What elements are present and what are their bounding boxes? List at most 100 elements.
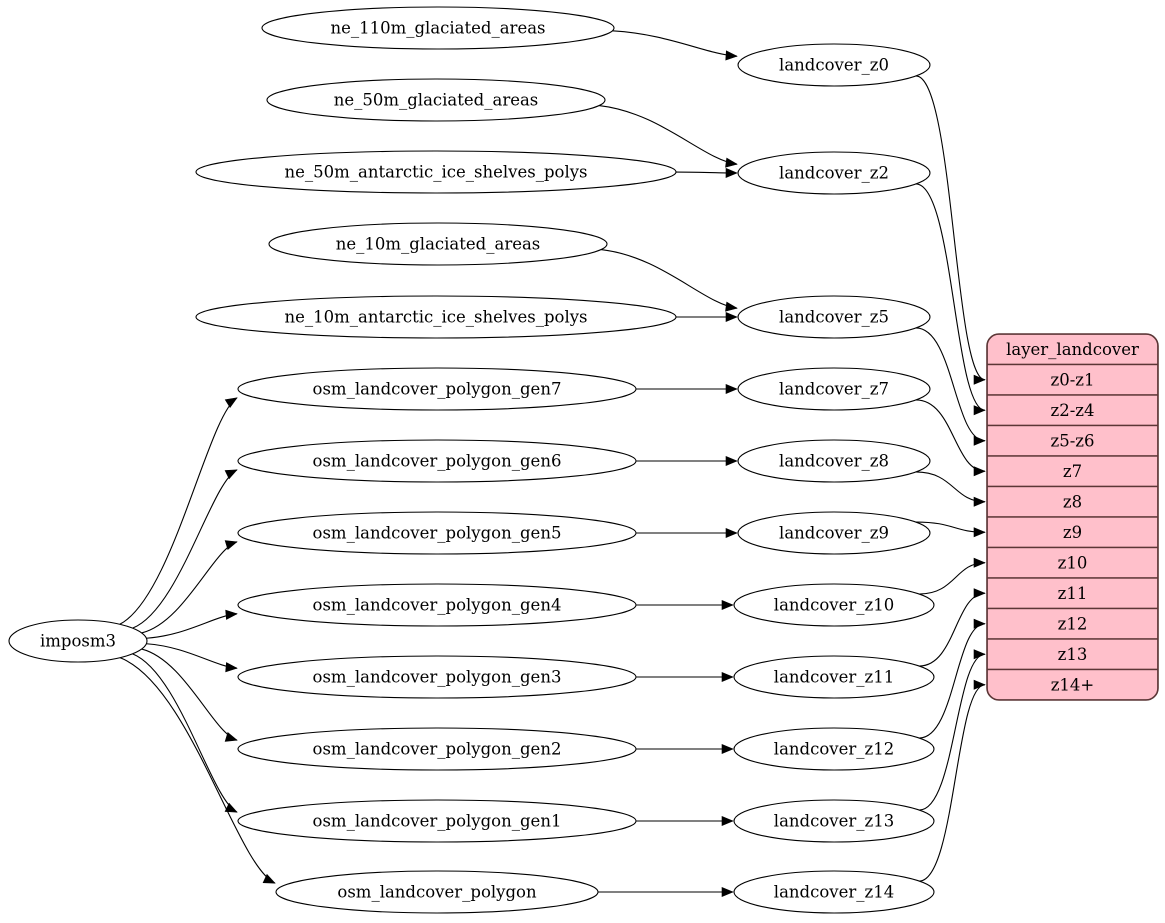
node-landcover_z2[interactable]: landcover_z2	[737, 151, 931, 195]
node-imposm3[interactable]: imposm3	[8, 619, 148, 663]
node-ellipse	[237, 583, 637, 627]
node-label: landcover_z9	[779, 524, 889, 543]
table-row-z8[interactable]: z8	[987, 485, 1158, 518]
edge-arrowhead	[725, 157, 738, 168]
node-ne_10m_antarctic_ice_shelves_polys[interactable]: ne_10m_antarctic_ice_shelves_polys	[195, 295, 677, 339]
table-cell-label: z12	[1058, 614, 1088, 633]
table-row-z0-z1[interactable]: z0-z1	[987, 363, 1158, 396]
edge-arrowhead	[721, 599, 734, 611]
node-landcover_z11[interactable]: landcover_z11	[733, 655, 935, 699]
node-ellipse	[8, 619, 148, 663]
edge-path	[919, 623, 986, 739]
edge-landcover_z2-to-layer_landcover-z2-z4	[915, 183, 986, 416]
node-label: landcover_z8	[779, 452, 889, 471]
edge-arrowhead	[725, 383, 738, 395]
table-row-z14+[interactable]: z14+	[987, 668, 1158, 701]
node-ellipse	[733, 727, 935, 771]
edge-imposm3-to-osm_landcover_polygon_gen7	[119, 397, 238, 625]
table-header-layer_landcover[interactable]: layer_landcover	[987, 334, 1158, 366]
node-ne_50m_antarctic_ice_shelves_polys[interactable]: ne_50m_antarctic_ice_shelves_polys	[195, 150, 677, 194]
node-ne_50m_glaciated_areas[interactable]: ne_50m_glaciated_areas	[266, 78, 606, 122]
node-osm_landcover_polygon_gen2[interactable]: osm_landcover_polygon_gen2	[237, 727, 637, 771]
node-osm_landcover_polygon_gen7[interactable]: osm_landcover_polygon_gen7	[237, 367, 637, 411]
node-label: osm_landcover_polygon_gen5	[313, 524, 562, 543]
node-label: landcover_z11	[774, 668, 894, 687]
edge-osm_landcover_polygon-to-landcover_z14	[597, 886, 734, 898]
node-landcover_z0[interactable]: landcover_z0	[737, 43, 931, 87]
node-label: landcover_z10	[774, 596, 894, 615]
edge-osm_landcover_polygon_gen7-to-landcover_z7	[636, 383, 738, 395]
node-osm_landcover_polygon_gen1[interactable]: osm_landcover_polygon_gen1	[237, 799, 637, 843]
edge-arrowhead	[225, 609, 238, 620]
table-cell-label: z5-z6	[1051, 431, 1095, 450]
edge-ne_50m_antarctic_ice_shelves_polys-to-landcover_z2	[675, 167, 738, 178]
node-landcover_z13[interactable]: landcover_z13	[733, 799, 935, 843]
node-ellipse	[266, 78, 606, 122]
node-ellipse	[737, 43, 931, 87]
edge-path	[919, 653, 986, 811]
table-cell-label: z11	[1058, 584, 1088, 603]
table-row-z10[interactable]: z10	[987, 546, 1158, 579]
edge-path	[919, 684, 986, 882]
edge-arrowhead	[721, 886, 734, 898]
edge-arrowhead	[973, 496, 986, 507]
node-ellipse	[237, 439, 637, 483]
node-ellipse	[195, 150, 677, 194]
edge-arrowhead	[725, 527, 738, 539]
node-landcover_z7[interactable]: landcover_z7	[737, 367, 931, 411]
node-osm_landcover_polygon_gen5[interactable]: osm_landcover_polygon_gen5	[237, 511, 637, 555]
edge-arrowhead	[224, 540, 238, 550]
table-cell-label: z8	[1063, 492, 1082, 511]
edge-path	[915, 183, 986, 411]
table-cell-bg	[987, 485, 1158, 518]
node-osm_landcover_polygon_gen3[interactable]: osm_landcover_polygon_gen3	[237, 655, 637, 699]
node-osm_landcover_polygon_gen6[interactable]: osm_landcover_polygon_gen6	[237, 439, 637, 483]
node-landcover_z14[interactable]: landcover_z14	[733, 870, 935, 914]
node-landcover_z10[interactable]: landcover_z10	[733, 583, 935, 627]
edge-ne_50m_glaciated_areas-to-landcover_z2	[598, 104, 738, 168]
table-cell-bg	[987, 607, 1158, 640]
node-label: landcover_z14	[774, 883, 894, 902]
edge-arrowhead	[973, 405, 986, 416]
edge-arrowhead	[973, 557, 986, 568]
edge-osm_landcover_polygon_gen1-to-landcover_z13	[636, 815, 734, 827]
node-landcover_z9[interactable]: landcover_z9	[737, 511, 931, 555]
node-label: landcover_z5	[779, 308, 889, 327]
table-row-z5-z6[interactable]: z5-z6	[987, 424, 1158, 457]
edge-imposm3-to-osm_landcover_polygon_gen2	[141, 648, 238, 742]
table-row-z13[interactable]: z13	[987, 638, 1158, 671]
table-cell-label: z14+	[1051, 675, 1095, 694]
node-osm_landcover_polygon[interactable]: osm_landcover_polygon	[275, 870, 599, 914]
edge-path	[119, 657, 276, 884]
edge-osm_landcover_polygon_gen6-to-landcover_z8	[636, 455, 738, 467]
node-landcover_z8[interactable]: landcover_z8	[737, 439, 931, 483]
table-row-z7[interactable]: z7	[987, 455, 1158, 488]
table-row-z12[interactable]: z12	[987, 607, 1158, 640]
edge-path	[915, 75, 986, 381]
node-osm_landcover_polygon_gen4[interactable]: osm_landcover_polygon_gen4	[237, 583, 637, 627]
node-ne_10m_glaciated_areas[interactable]: ne_10m_glaciated_areas	[268, 222, 608, 266]
edge-osm_landcover_polygon_gen2-to-landcover_z12	[635, 743, 734, 755]
table-cell-label: z7	[1063, 462, 1082, 481]
edge-arrowhead	[973, 435, 986, 446]
table-row-z2-z4[interactable]: z2-z4	[987, 394, 1158, 427]
nodes-layer: imposm3 ne_110m_glaciated_areas ne_50m_gla…	[8, 6, 935, 914]
node-landcover_z12[interactable]: landcover_z12	[733, 727, 935, 771]
table-row-z9[interactable]: z9	[987, 516, 1158, 549]
table-row-z11[interactable]: z11	[987, 577, 1158, 610]
node-ellipse	[237, 655, 637, 699]
edge-path	[612, 30, 738, 57]
node-ellipse	[733, 583, 935, 627]
table-cell-label: layer_landcover	[1006, 340, 1139, 359]
table-cell-bg	[987, 546, 1158, 579]
node-ne_110m_glaciated_areas[interactable]: ne_110m_glaciated_areas	[261, 6, 615, 50]
node-landcover_z5[interactable]: landcover_z5	[737, 295, 931, 339]
node-label: landcover_z2	[779, 164, 889, 183]
edge-landcover_z7-to-layer_landcover-z7	[915, 399, 986, 477]
node-ellipse	[737, 511, 931, 555]
node-label: ne_10m_antarctic_ice_shelves_polys	[284, 308, 587, 327]
node-label: osm_landcover_polygon_gen6	[313, 452, 562, 471]
